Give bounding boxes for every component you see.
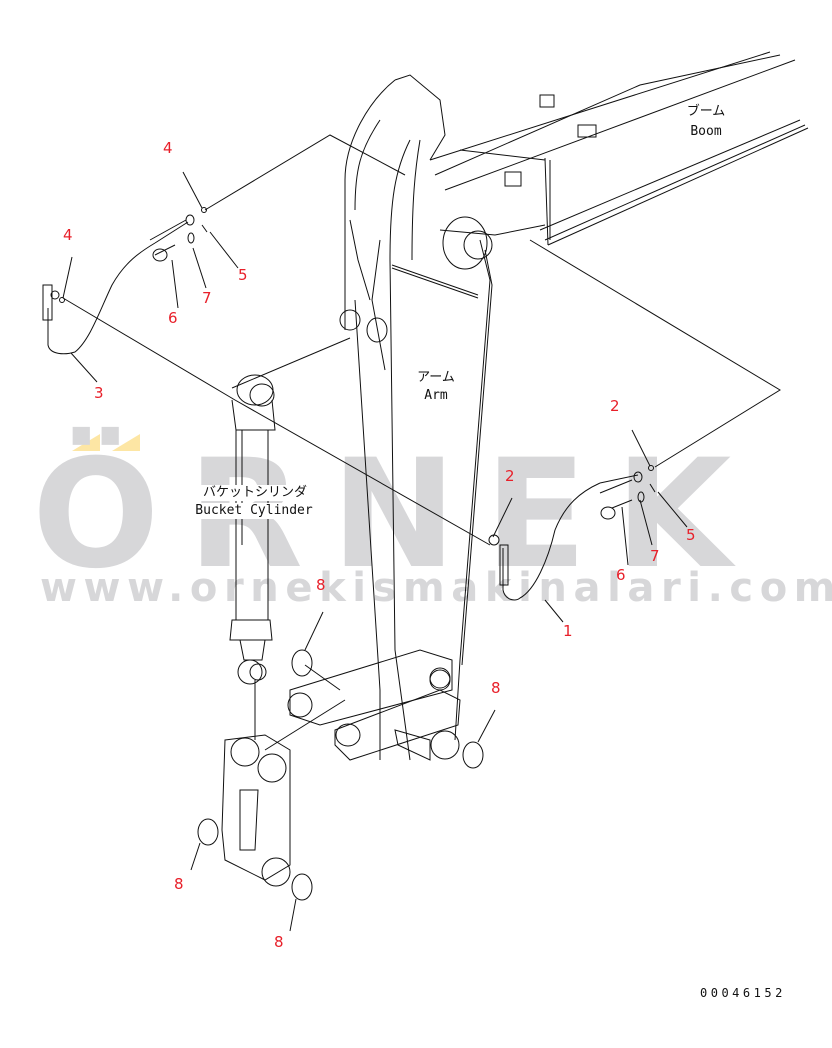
- callout-8: 8: [316, 576, 326, 594]
- bucket-cylinder-label-en: Bucket Cylinder: [186, 503, 322, 519]
- callout-6: 6: [168, 309, 178, 327]
- document-number: 00046152: [700, 986, 786, 1000]
- arm-label-en: Arm: [424, 388, 448, 403]
- callout-2: 2: [610, 397, 620, 415]
- bucket-cylinder: [229, 374, 276, 685]
- callout-7: 7: [202, 289, 212, 307]
- callout-4: 4: [163, 139, 173, 157]
- callout-3: 3: [94, 384, 104, 402]
- callout-5: 5: [686, 526, 696, 544]
- callout-8: 8: [274, 933, 284, 951]
- callout-8: 8: [174, 875, 184, 893]
- callout-8: 8: [491, 679, 501, 697]
- boom-label-en: Boom: [690, 124, 722, 139]
- callout-4: 4: [63, 226, 73, 244]
- callout-1: 1: [563, 622, 573, 640]
- arm-body: [339, 74, 493, 761]
- o-rings-8: [197, 649, 484, 901]
- arm-label-jp: アーム: [417, 370, 455, 385]
- callout-leaders: [62, 171, 688, 932]
- boom-assembly: [429, 51, 809, 270]
- callout-5: 5: [238, 266, 248, 284]
- boom-label-jp: ブーム: [686, 104, 726, 119]
- callout-7: 7: [650, 547, 660, 565]
- bucket-cylinder-label-jp: バケットシリンダ: [190, 485, 320, 501]
- bucket-links: [221, 649, 461, 887]
- hose-3-assembly: [42, 207, 208, 355]
- hose-1-assembly: [488, 465, 656, 601]
- assembly-lines: [62, 134, 781, 751]
- callout-6: 6: [616, 566, 626, 584]
- callout-2: 2: [505, 467, 515, 485]
